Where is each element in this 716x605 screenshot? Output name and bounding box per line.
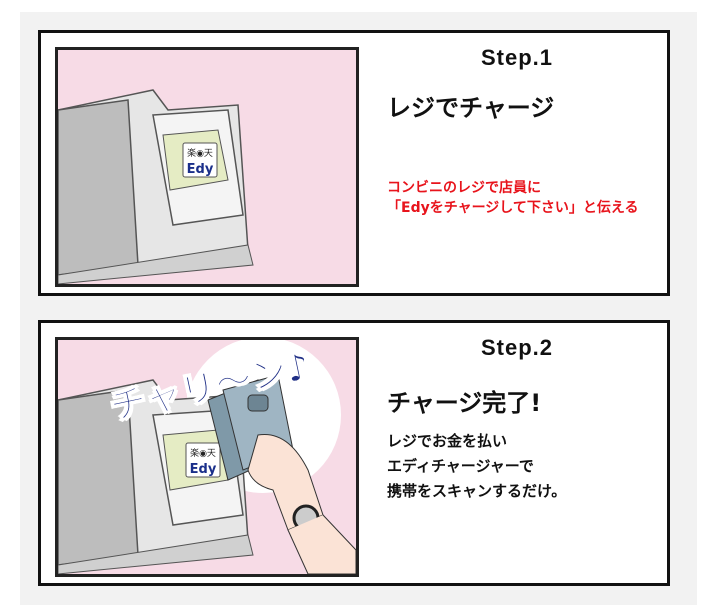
edy-logo-text: Edy: [187, 162, 214, 177]
description-line: エディチャージャーで: [387, 457, 534, 475]
description-line: コンビニのレジで店員に: [387, 180, 541, 196]
step-description: レジでお金を払い エディチャージャーで 携帯をスキャンするだけ。: [387, 429, 566, 504]
step-1-panel: 楽◉天 Edy Step.1 レジでチャージ コンビニのレジで店員に 「Edyを…: [38, 30, 670, 296]
description-line: 「Edyをチャージして下さい」と伝える: [387, 200, 639, 216]
step-title: レジでチャージ: [387, 94, 555, 122]
step-label: Step.1: [481, 45, 554, 70]
edy-logo-text: Edy: [190, 462, 217, 477]
step-description: コンビニのレジで店員に 「Edyをチャージして下さい」と伝える: [387, 178, 638, 218]
rakuten-logo-text: 楽◉天: [190, 447, 216, 459]
step-label: Step.2: [481, 335, 554, 360]
rakuten-logo-text: 楽◉天: [187, 147, 213, 159]
charge-illustration: 楽◉天 Edy チャリ〜ン♪: [55, 337, 359, 577]
description-line: 携帯をスキャンするだけ。: [387, 482, 567, 500]
step-2-panel: 楽◉天 Edy チャリ〜ン♪ Step.2 チャージ完了! レジでお金を払い エ…: [38, 320, 670, 586]
register-illustration: 楽◉天 Edy: [55, 47, 359, 287]
description-line: レジでお金を払い: [387, 432, 508, 450]
step-title: チャージ完了!: [387, 389, 542, 417]
